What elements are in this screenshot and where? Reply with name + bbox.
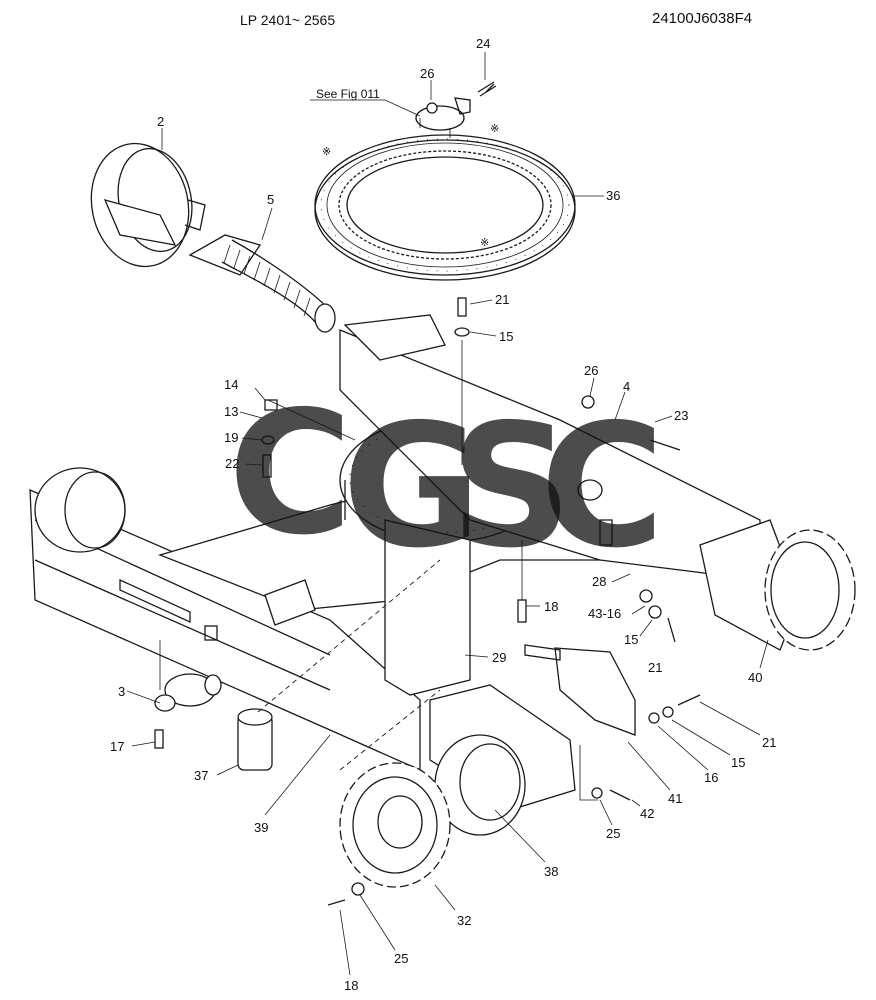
leader-lines [126,52,769,976]
travel-motor [429,684,576,836]
callout-26-top: 26 [420,66,434,81]
callout-22: 22 [225,456,239,471]
callout-18-bottom: 18 [344,978,358,993]
callout-26-mid: 26 [584,363,598,378]
callout-14: 14 [224,377,238,392]
callouts: 2 24 26 36 5 21 15 26 4 23 14 13 19 22 2… [110,36,776,993]
callout-39: 39 [254,820,268,835]
callout-15-top: 15 [499,329,513,344]
watermark: C G S C [228,375,665,586]
track-roller [154,673,222,712]
callout-15-right: 15 [731,755,745,770]
reference-note: See Fig 011 [316,87,380,101]
asterisk-mark-3: ※ [480,237,489,249]
drive-sprocket [339,762,451,888]
callout-42: 42 [640,806,654,821]
callout-18-mid: 18 [544,599,558,614]
watermark-letter-2: G [342,388,482,586]
front-idler [90,142,206,268]
callout-17: 17 [110,739,124,754]
callout-21-mid: 21 [648,660,662,675]
asterisk-mark-2: ※ [322,146,331,158]
callout-3: 3 [118,684,125,699]
swing-bearing-ring [314,134,576,281]
callout-16: 16 [704,770,718,785]
recoil-spring [188,234,336,333]
callout-19: 19 [224,430,238,445]
watermark-letter-4: C [540,388,665,586]
callout-43-16: 43-16 [588,606,621,621]
drawing-number: 24100J6038F4 [652,10,753,27]
callout-29: 29 [492,650,506,665]
callout-21-top: 21 [495,292,509,307]
callout-36: 36 [606,188,620,203]
track-frame [29,314,761,772]
callout-25-mid: 25 [606,826,620,841]
fasteners [154,83,701,906]
callout-5: 5 [267,192,274,207]
callout-4: 4 [623,379,630,394]
callout-41: 41 [668,791,682,806]
callout-37: 37 [194,768,208,783]
callout-28: 28 [592,574,606,589]
right-sprocket-assembly [699,519,856,651]
cover-bracket [415,81,497,131]
asterisk-mark-1: ※ [490,123,499,135]
watermark-letter-1: C [228,375,353,573]
serial-range-label: LP 2401~ 2565 [240,12,336,28]
watermark-letter-3: S [450,388,572,586]
assembly-lines [159,99,598,801]
callout-13: 13 [224,404,238,419]
track-cover [524,644,636,736]
callout-21-right: 21 [762,735,776,750]
callout-25-bottom: 25 [394,951,408,966]
callout-23: 23 [674,408,688,423]
callout-2: 2 [157,114,164,129]
callout-15-mid: 15 [624,632,638,647]
callout-38: 38 [544,864,558,879]
carrier-roller [237,708,273,771]
callout-40: 40 [748,670,762,685]
callout-24: 24 [476,36,490,51]
callout-32: 32 [457,913,471,928]
